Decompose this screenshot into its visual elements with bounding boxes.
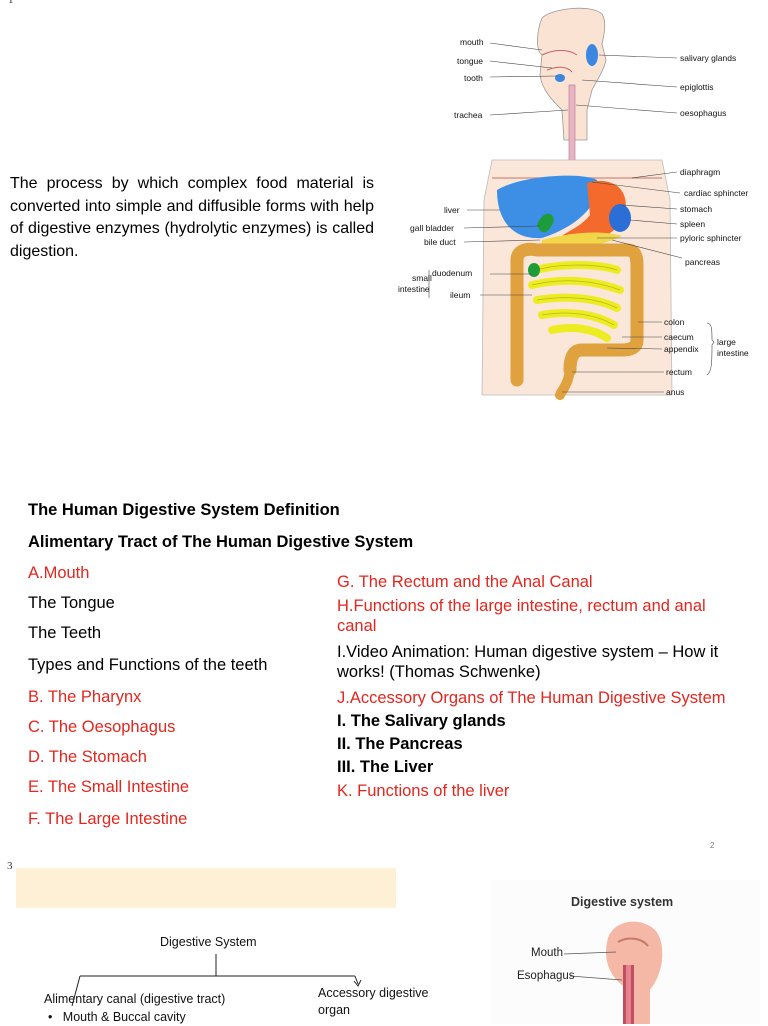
label-trachea: trachea — [454, 110, 483, 120]
toc-item: G. The Rectum and the Anal Canal — [337, 573, 593, 591]
label-epiglottis: epiglottis — [680, 82, 714, 92]
salivary-gland-shape — [586, 44, 598, 66]
toc-item: II. The Pancreas — [337, 735, 463, 753]
label-small: small — [412, 273, 432, 283]
toc-item: J.Accessory Organs of The Human Digestiv… — [337, 689, 726, 707]
label-salivary-glands: salivary glands — [680, 53, 736, 63]
label-large: large — [717, 337, 736, 347]
digestion-definition: The process by which complex food materi… — [10, 175, 374, 260]
label-mouth: mouth — [460, 37, 484, 47]
label-spleen: spleen — [680, 219, 705, 229]
label-bile-duct: bile duct — [424, 237, 456, 247]
toc-item: E. The Small Intestine — [28, 778, 190, 796]
label-rectum: rectum — [666, 367, 692, 377]
head-silhouette — [606, 921, 663, 1024]
label-gall-bladder: gall bladder — [410, 223, 454, 233]
toc-item: Alimentary Tract of The Human Digestive … — [28, 533, 414, 551]
page-number-2: 2 — [710, 841, 715, 850]
figure-label-mouth: Mouth — [531, 947, 563, 959]
org-chart-connectors — [71, 954, 362, 1007]
figure-label-esophagus: Esophagus — [517, 970, 575, 982]
toc-item: A.Mouth — [28, 564, 90, 582]
spleen-shape — [609, 204, 631, 232]
page-number-1: 1 — [8, 0, 14, 6]
toc-item: The Human Digestive System Definition — [28, 501, 340, 519]
label-oesophagus: oesophagus — [680, 108, 726, 118]
digestive-system-diagram: mouth tongue tooth trachea salivary glan… — [398, 7, 749, 400]
toc-item: I.Video Animation: Human digestive syste… — [337, 643, 719, 681]
toc-item: III. The Liver — [337, 758, 434, 776]
label-appendix: appendix — [664, 344, 699, 354]
label-colon: colon — [664, 317, 685, 327]
label-stomach: stomach — [680, 204, 712, 214]
org-root-label: Digestive System — [160, 935, 257, 949]
label-caecum: caecum — [664, 332, 694, 342]
label-small-intestine: intestine — [398, 284, 430, 294]
toc-item: F. The Large Intestine — [28, 810, 188, 828]
toc-item: The Tongue — [28, 594, 115, 612]
stomach-shape — [556, 180, 626, 247]
label-large-intestine: intestine — [717, 348, 749, 358]
digestive-system-figure — [490, 880, 760, 1024]
bullet-text: Mouth & Buccal cavity — [62, 1010, 186, 1024]
toc-item: H.Functions of the large intestine, rect… — [337, 597, 706, 635]
toc-item: I. The Salivary glands — [337, 712, 506, 730]
org-left-child-label: Alimentary canal (digestive tract) — [44, 992, 226, 1006]
figure-title: Digestive system — [571, 895, 674, 909]
head-outline — [537, 7, 607, 141]
colon-shape — [510, 242, 644, 387]
toc-item: C. The Oesophagus — [28, 718, 176, 736]
label-liver: liver — [444, 205, 460, 215]
liver-shape — [497, 175, 598, 239]
org-left-bullet: • Mouth & Buccal cavity — [48, 1009, 186, 1026]
label-tooth: tooth — [464, 73, 483, 83]
toc-item: Types and Functions of the teeth — [28, 656, 268, 674]
rectum-shape — [555, 365, 575, 400]
page-number-3: 3 — [7, 860, 13, 872]
label-cardiac-sphincter: cardiac sphincter — [684, 188, 748, 198]
toc-item: The Teeth — [28, 624, 102, 642]
toc-item: D. The Stomach — [28, 748, 147, 766]
label-pancreas: pancreas — [685, 257, 720, 267]
label-tongue: tongue — [457, 56, 483, 66]
label-duodenum: duodenum — [432, 268, 472, 278]
label-ileum: ileum — [450, 290, 470, 300]
gall-bladder-shape — [537, 213, 554, 233]
label-anus: anus — [666, 387, 684, 397]
label-pyloric-sphincter: pyloric sphincter — [680, 233, 742, 243]
toc-item: K. Functions of the liver — [337, 782, 510, 800]
label-diaphragm: diaphragm — [680, 167, 720, 177]
bullet-icon: • — [48, 1010, 63, 1024]
title-banner — [16, 868, 396, 908]
org-right-child-label: Accessory digestive organ — [318, 986, 429, 1017]
toc-item: B. The Pharynx — [28, 688, 142, 706]
